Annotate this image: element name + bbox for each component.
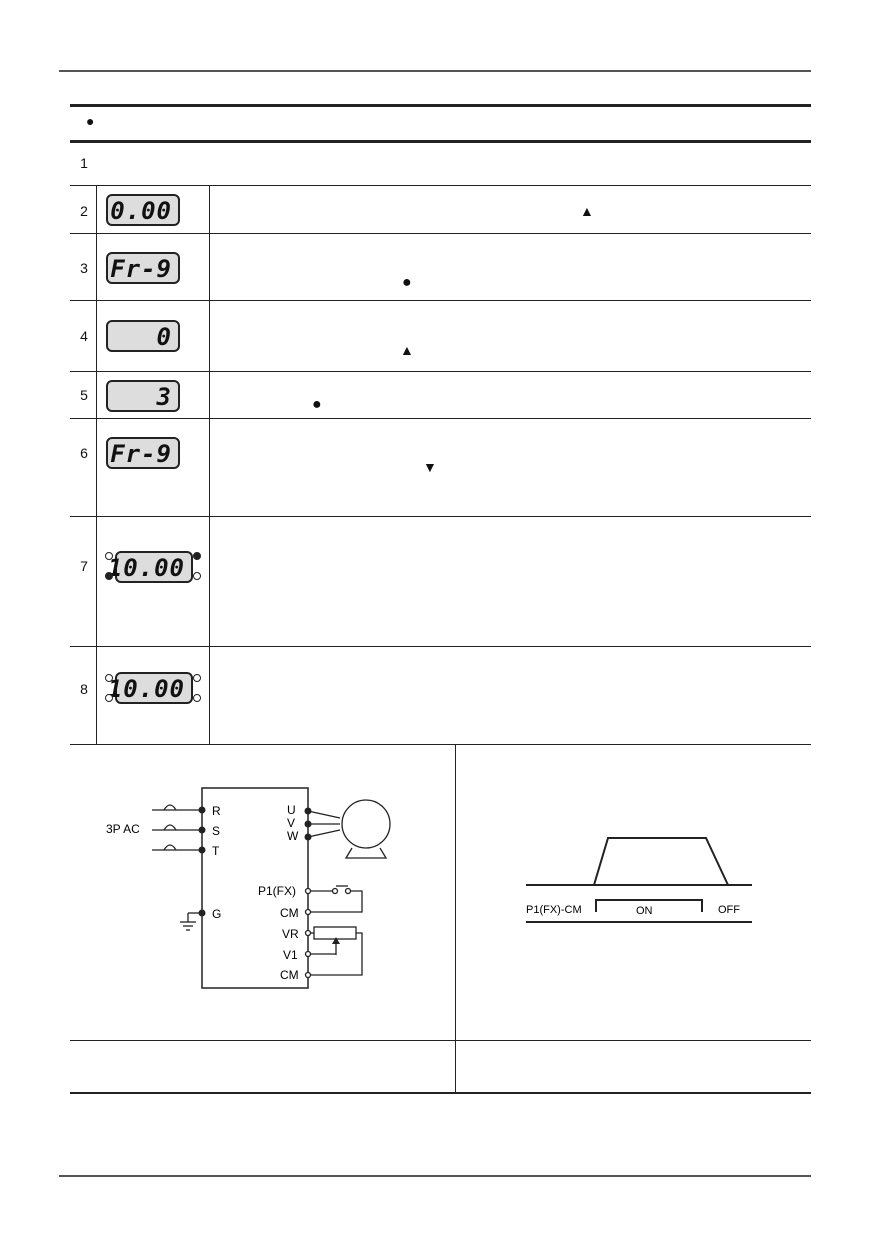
row-line — [70, 744, 811, 745]
terminal-V: V — [287, 816, 295, 830]
up-key-icon: ▲ — [400, 342, 414, 358]
led-indicator-off — [193, 572, 201, 580]
led-indicator-off — [105, 674, 113, 682]
terminal-W: W — [287, 829, 299, 843]
row-line — [70, 418, 811, 419]
supply-label: 3P AC — [106, 822, 140, 836]
lcd-value: 10.00 — [107, 554, 185, 582]
led-indicator-off — [193, 694, 201, 702]
led-indicator-off — [105, 694, 113, 702]
down-key-icon: ▼ — [423, 459, 437, 475]
lcd-value: 3 — [156, 383, 172, 411]
up-key-icon: ▲ — [580, 203, 594, 219]
col-sep-2 — [209, 186, 210, 744]
lcd-display: 0.00 — [106, 194, 180, 226]
lcd-display: Fr-9 — [106, 252, 180, 284]
step-number: 7 — [80, 558, 88, 574]
enter-key-icon: ● — [312, 396, 322, 413]
lcd-value: 0.00 — [110, 197, 172, 225]
lcd-display: Fr-9 — [106, 437, 180, 469]
row-line — [70, 300, 811, 301]
lcd-display: 3 — [106, 380, 180, 412]
caption-line — [70, 1040, 811, 1041]
table-bottom-border — [70, 1092, 811, 1094]
row-line — [70, 516, 811, 517]
lcd-value: 10.00 — [107, 675, 185, 703]
step-number: 4 — [80, 328, 88, 344]
terminal-P1FX: P1(FX) — [258, 884, 296, 898]
led-indicator-on — [105, 572, 113, 580]
off-label: OFF — [718, 904, 740, 916]
terminal-U: U — [287, 803, 296, 817]
terminal-S: S — [212, 824, 220, 838]
terminal-CM: CM — [280, 906, 299, 920]
step-number: 3 — [80, 260, 88, 276]
led-indicator-off — [105, 552, 113, 560]
enter-key-icon: ● — [402, 274, 412, 291]
step-number: 8 — [80, 681, 88, 697]
terminal-T: T — [212, 844, 220, 858]
terminal-V1: V1 — [283, 948, 298, 962]
timing-diagram: P1(FX)-CM ON OFF — [526, 837, 752, 923]
row-line — [70, 371, 811, 372]
led-indicator-off — [193, 674, 201, 682]
col-sep-1 — [96, 186, 97, 744]
lcd-value: Fr-9 — [110, 440, 172, 468]
on-label: ON — [636, 905, 653, 917]
led-indicator-on — [193, 552, 201, 560]
lcd-display: 0 — [106, 320, 180, 352]
page-bottom-rule — [59, 1175, 811, 1177]
lcd-value: Fr-9 — [110, 255, 172, 283]
terminal-R: R — [212, 804, 221, 818]
table-top-border — [70, 104, 811, 107]
lcd-display: 10.00 — [108, 672, 193, 704]
header-bullet: ● — [86, 113, 95, 129]
lcd-value: 0 — [156, 323, 172, 351]
terminal-G: G — [212, 907, 221, 921]
row-line — [70, 185, 811, 186]
step-number: 5 — [80, 387, 88, 403]
row-line — [70, 646, 811, 647]
lcd-display: 10.00 — [108, 551, 193, 583]
terminal-VR: VR — [282, 927, 299, 941]
header-bottom-border — [70, 140, 811, 143]
wiring-diagram: 3P AC R S T G U V W P1(FX) CM VR V1 CM — [106, 787, 391, 989]
row-line — [70, 233, 811, 234]
diagram-divider — [455, 744, 456, 1092]
terminal-CM: CM — [280, 968, 299, 982]
step-number: 6 — [80, 445, 88, 461]
page-top-rule — [59, 70, 811, 72]
step-number: 2 — [80, 203, 88, 219]
step-number: 1 — [80, 155, 88, 171]
signal-label: P1(FX)-CM — [526, 904, 582, 916]
